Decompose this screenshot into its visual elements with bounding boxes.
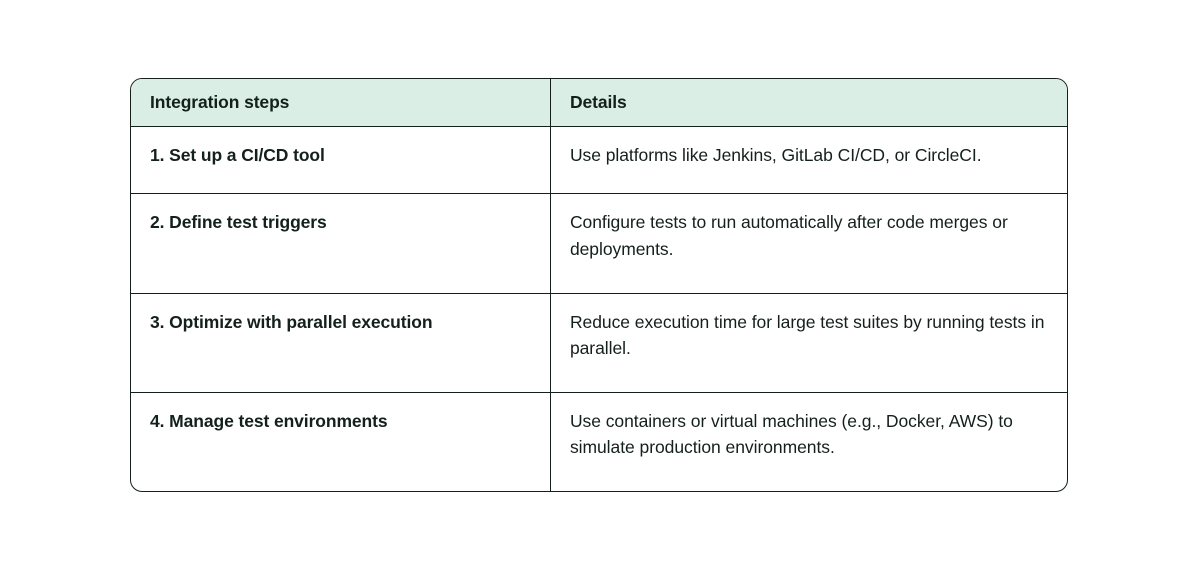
cell-step: 1. Set up a CI/CD tool: [131, 126, 551, 195]
cell-details: Use containers or virtual machines (e.g.…: [549, 392, 1067, 491]
table-row: 3. Optimize with parallel execution Redu…: [131, 293, 1067, 393]
cell-step: 3. Optimize with parallel execution: [131, 293, 551, 393]
cell-step: 2. Define test triggers: [131, 193, 551, 294]
column-header-integration-steps: Integration steps: [131, 79, 551, 127]
table-row: 2. Define test triggers Configure tests …: [131, 193, 1067, 294]
cell-step: 4. Manage test environments: [150, 410, 388, 431]
table-row: 4. Manage test environments Use containe…: [131, 392, 1067, 491]
cell-details: Configure tests to run automatically aft…: [549, 193, 1067, 294]
cell-details: Use platforms like Jenkins, GitLab CI/CD…: [549, 126, 1067, 195]
column-header-details: Details: [549, 79, 1067, 127]
table-header-row: Integration steps Details: [131, 79, 1067, 127]
table-header: Integration steps Details: [131, 79, 1067, 127]
integration-steps-table: Integration steps Details 1. Set up a CI…: [130, 78, 1068, 492]
table: Integration steps Details 1. Set up a CI…: [131, 79, 1067, 491]
table-row: 1. Set up a CI/CD tool Use platforms lik…: [131, 126, 1067, 195]
table-body: 1. Set up a CI/CD tool Use platforms lik…: [131, 126, 1067, 491]
cell-details: Reduce execution time for large test sui…: [549, 293, 1067, 393]
